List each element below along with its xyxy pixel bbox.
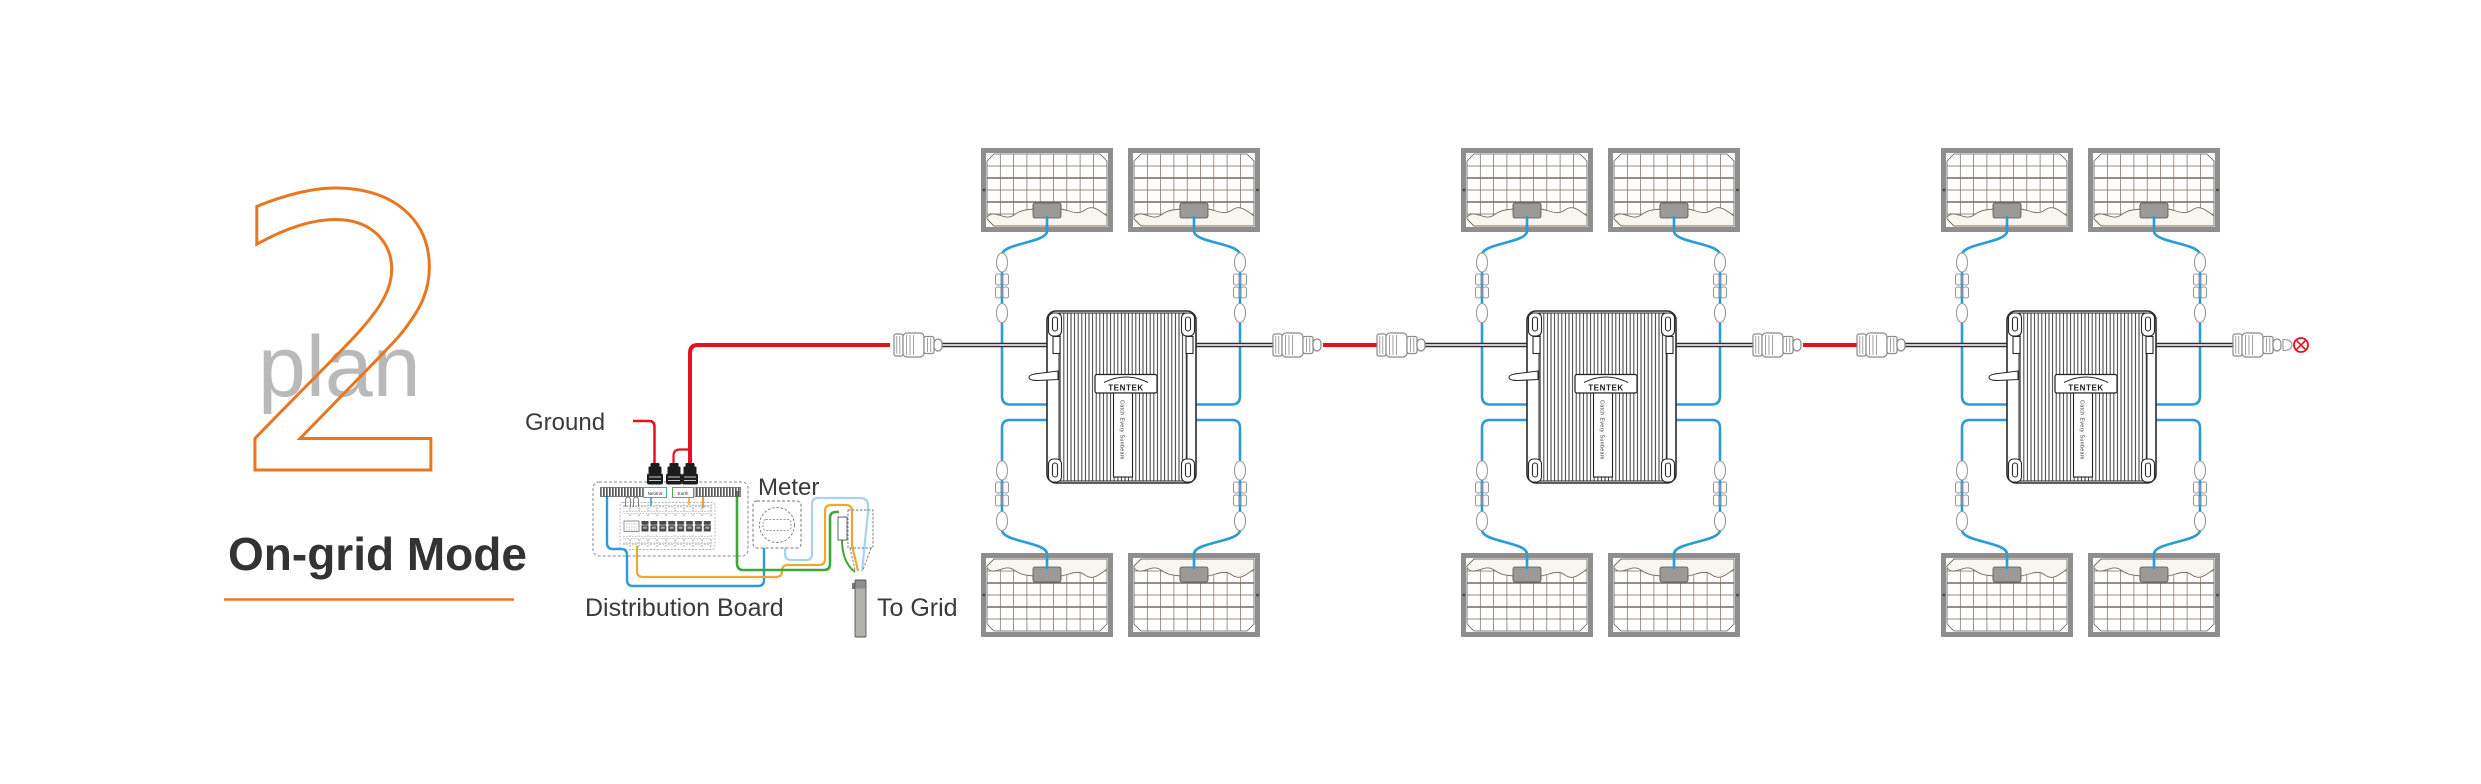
ac-feed-wire xyxy=(688,343,890,464)
pv-unit-1 xyxy=(941,151,1321,635)
pv-unit-3 xyxy=(1901,151,2281,635)
ac-trunk-cable xyxy=(893,332,1906,358)
neutral-wire xyxy=(605,496,766,588)
ground-label: Ground xyxy=(525,409,605,436)
trunk-connector xyxy=(1376,332,1426,358)
mode-title: On-grid Mode xyxy=(228,528,527,580)
trunk-connector xyxy=(1856,332,1906,358)
meter-label: Meter xyxy=(758,474,819,501)
trunk-end-terminator xyxy=(2282,337,2309,353)
terminator-cross-icon xyxy=(2293,337,2309,353)
meter-wire xyxy=(783,496,870,572)
meter xyxy=(752,500,802,549)
numeral-2: 2 xyxy=(227,117,469,560)
trunk-connector xyxy=(893,332,943,358)
to-grid-plug xyxy=(837,509,874,638)
plan-2-badge: plan 2 On-grid Mode xyxy=(224,116,527,601)
earth-label: Earth xyxy=(678,491,689,496)
neutral-label: Neutral xyxy=(648,491,663,496)
distribution-board: Neutral Earth xyxy=(592,463,749,557)
plan-text: plan xyxy=(258,319,421,415)
line-wire xyxy=(635,503,860,579)
pv-unit-2 xyxy=(1421,151,1801,635)
to-grid-label: To Grid xyxy=(877,594,958,622)
earth-wire xyxy=(735,491,839,572)
ground-wire xyxy=(633,419,656,464)
distribution-board-label: Distribution Board xyxy=(585,594,784,622)
distribution-cluster: Neutral Earth xyxy=(525,343,958,638)
cable-glands xyxy=(647,463,698,485)
